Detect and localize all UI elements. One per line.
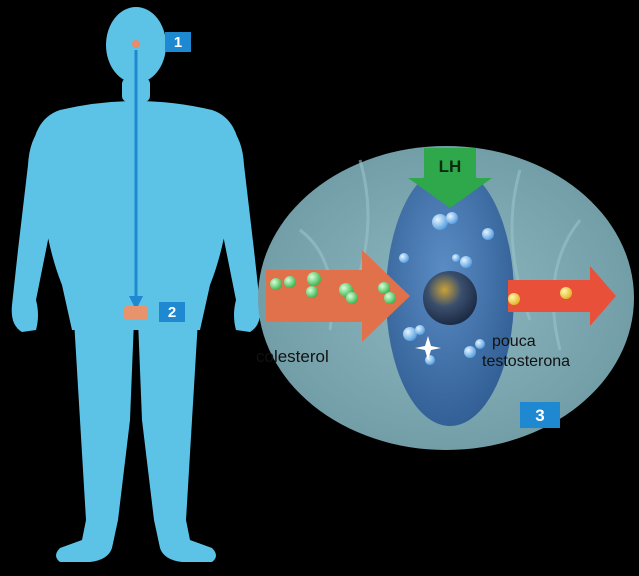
lh-label: LH: [439, 157, 462, 176]
output-label-line2: testosterona: [482, 353, 570, 370]
cell-nucleus: [423, 271, 477, 325]
testis-patch: [124, 306, 148, 320]
brain-dot: [132, 40, 140, 48]
marker-3-label: 3: [535, 406, 544, 425]
marker-3: 3: [520, 402, 560, 428]
colesterol-label: colesterol: [256, 347, 329, 366]
marker-2: 2: [159, 302, 185, 322]
marker-2-label: 2: [168, 304, 176, 321]
marker-1: 1: [165, 32, 191, 52]
output-label-line1: pouca: [492, 333, 536, 350]
cell-diagram: LH: [256, 146, 634, 450]
marker-1-label: 1: [174, 34, 182, 51]
